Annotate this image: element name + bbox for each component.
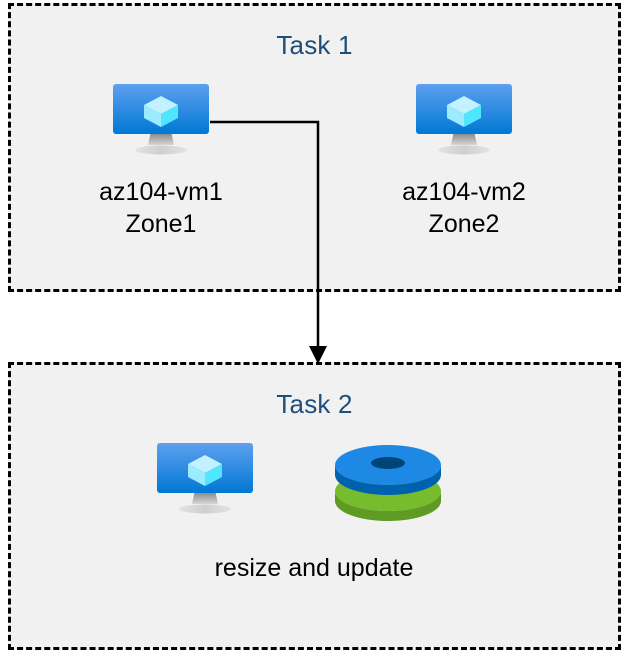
vm1-label: az104-vm1 Zone1 xyxy=(99,178,223,238)
managed-disks-icon[interactable] xyxy=(333,443,443,523)
task-1-title: Task 1 xyxy=(276,30,353,60)
virtual-machine-icon[interactable] xyxy=(414,82,514,158)
task-1-container: Task 1 xyxy=(8,3,621,292)
task-2-caption: resize and update xyxy=(214,554,414,582)
task-2-title: Task 2 xyxy=(276,389,353,419)
virtual-machine-icon[interactable] xyxy=(111,82,211,158)
task-2-container: Task 2 xyxy=(8,362,621,650)
vm2-label: az104-vm2 Zone2 xyxy=(402,178,526,238)
virtual-machine-icon[interactable] xyxy=(155,441,255,517)
